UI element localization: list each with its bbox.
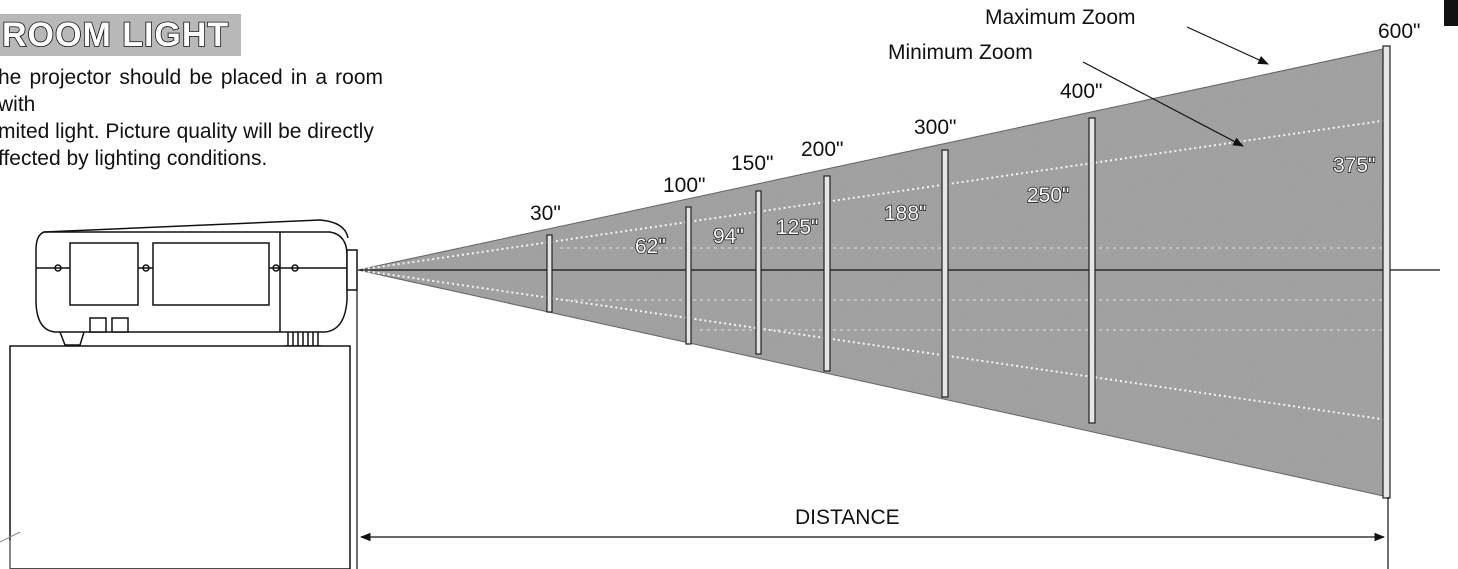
projector-lens-vents: [285, 332, 322, 347]
minimum-zoom-leader: [1082, 61, 1244, 147]
screen-size-label: 30": [530, 202, 561, 225]
min-zoom-size-label: 94": [713, 225, 744, 248]
intro-line-1: he projector should be placed in a room …: [0, 66, 383, 116]
projection-beam: [357, 47, 1389, 498]
screen-size-label: 600": [1378, 20, 1421, 43]
min-zoom-size-label: 188": [884, 202, 927, 225]
beam-texture-lines: [560, 247, 1388, 331]
screen-bars: [546, 45, 1391, 499]
distance-label: DISTANCE: [795, 506, 900, 529]
maximum-zoom-leader: [1186, 26, 1269, 65]
screen-bar-100: [685, 206, 692, 345]
page-tab-marker: [1444, 0, 1458, 26]
min-zoom-size-label: 250": [1027, 184, 1070, 207]
screen-bar-200: [823, 175, 831, 372]
distance-dimension: [356, 290, 1389, 569]
intro-line-3: ffected by lighting conditions.: [0, 147, 268, 170]
projector-illustration: [35, 219, 358, 347]
screen-bar-400: [1088, 117, 1096, 424]
min-zoom-size-label: 125": [776, 216, 819, 239]
screen-bar-600: [1382, 45, 1391, 499]
screen-bar-30: [546, 234, 553, 313]
screen-size-label: 300": [914, 116, 957, 139]
minimum-zoom-callout: Minimum Zoom: [888, 41, 1033, 64]
screen-bar-300: [941, 149, 949, 398]
screen-size-label: 100": [663, 174, 706, 197]
intro-paragraph: he projector should be placed in a room …: [0, 64, 383, 172]
section-heading: ROOM LIGHT: [0, 14, 242, 56]
section-title: ROOM LIGHT: [1, 15, 230, 55]
screen-bar-150: [755, 190, 762, 355]
min-zoom-size-label: 375": [1333, 154, 1376, 177]
screen-size-label: 200": [801, 138, 844, 161]
minimum-zoom-guides: [357, 119, 1389, 421]
min-zoom-size-label: 62": [635, 235, 666, 258]
projector-table: [9, 345, 351, 569]
maximum-zoom-callout: Maximum Zoom: [985, 6, 1136, 29]
intro-line-2: mited light. Picture quality will be dir…: [0, 120, 374, 143]
screen-size-label: 400": [1060, 80, 1103, 103]
screen-size-label: 150": [731, 152, 774, 175]
table-corner-mark: [0, 531, 21, 569]
